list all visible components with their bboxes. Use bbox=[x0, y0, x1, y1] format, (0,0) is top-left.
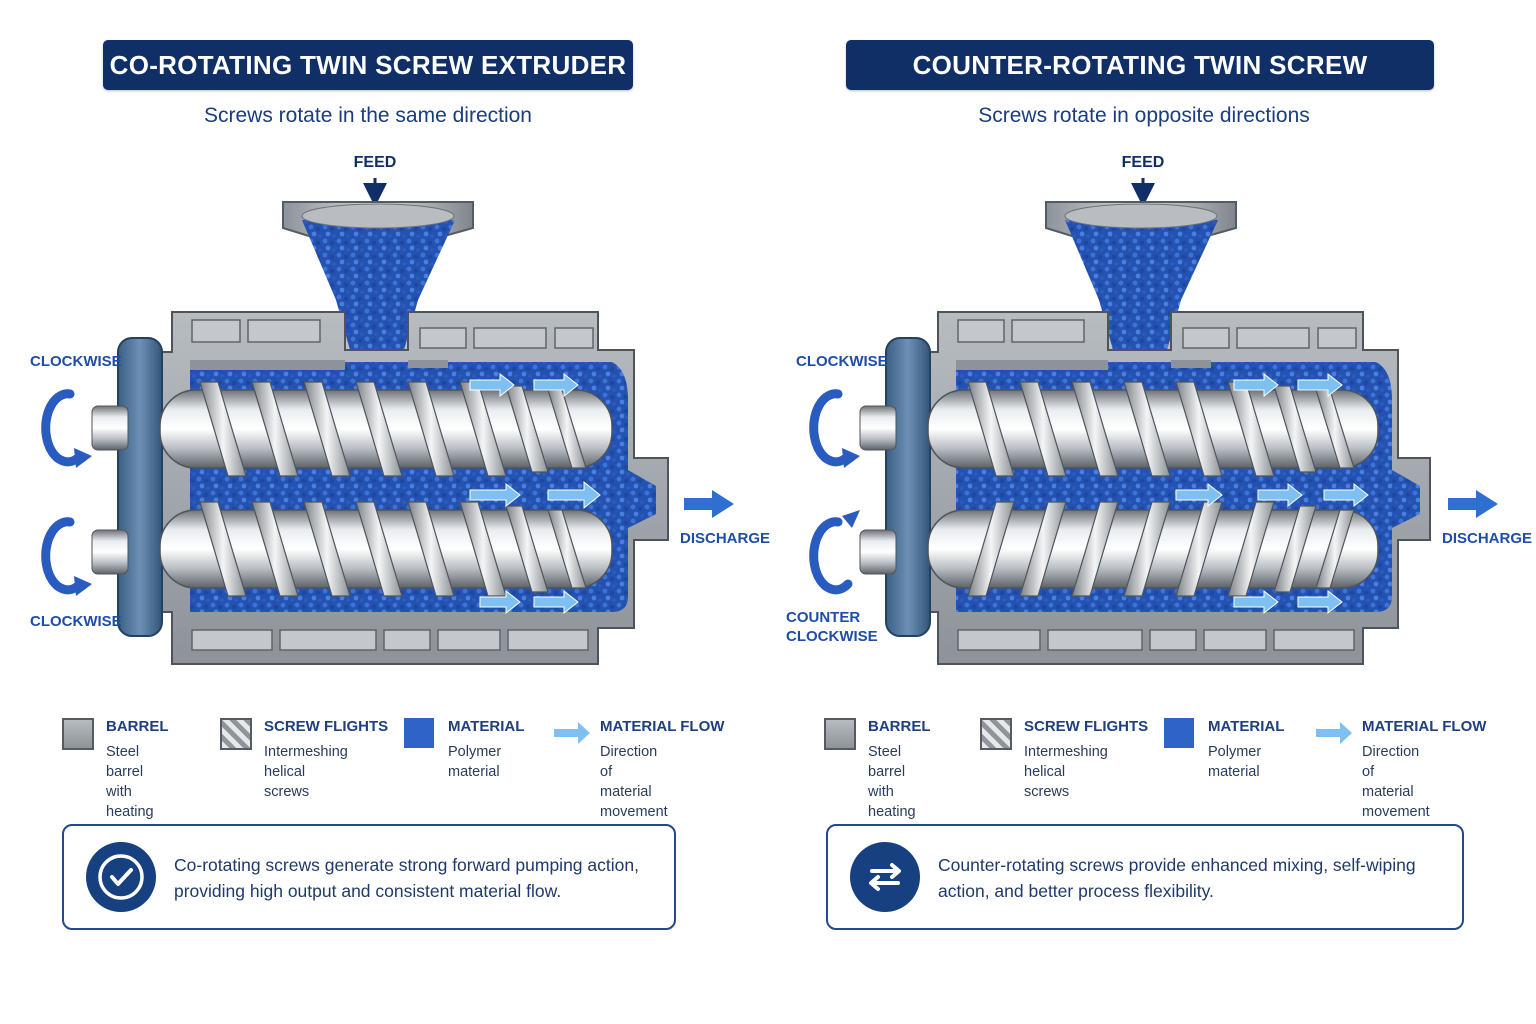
bottom-rotation-arrow bbox=[41, 517, 85, 595]
drive-flange bbox=[117, 337, 163, 637]
note-text: Co-rotating screws generate strong forwa… bbox=[174, 855, 639, 901]
top-screw bbox=[159, 381, 613, 477]
discharge-arrow bbox=[1448, 490, 1498, 518]
top-screw bbox=[927, 381, 1379, 477]
bottom-shaft bbox=[91, 529, 129, 575]
material-flow-arrows bbox=[1175, 372, 1369, 615]
hopper-pellets bbox=[302, 220, 455, 350]
legend-title: BARREL bbox=[868, 718, 931, 735]
panel-title: CO-ROTATING TWIN SCREW EXTRUDER bbox=[103, 40, 633, 90]
barrel-swatch bbox=[824, 718, 856, 750]
flow-arrow-icon bbox=[554, 722, 590, 744]
panel-subtitle: Screws rotate in the same direction bbox=[204, 104, 532, 127]
counter-rotating-panel: COUNTER-ROTATING TWIN SCREW EXTRUDER Scr… bbox=[768, 0, 1536, 1024]
material-swatch bbox=[404, 718, 434, 748]
barrel-segments bbox=[957, 319, 1357, 651]
legend-title: MATERIAL FLOW bbox=[600, 718, 725, 735]
bottom-rotation-arrow bbox=[809, 517, 853, 595]
feed-label: FEED bbox=[1121, 154, 1165, 171]
panel-title: COUNTER-ROTATING TWIN SCREW EXTRUDER bbox=[846, 40, 1434, 130]
flow-arrow-icon bbox=[1316, 722, 1352, 744]
summary-note: Co-rotating screws generate strong forwa… bbox=[62, 824, 676, 930]
checkmark-icon bbox=[86, 842, 156, 912]
legend-title: MATERIAL bbox=[1208, 718, 1285, 735]
top-shaft bbox=[859, 405, 897, 451]
barrel-swatch bbox=[62, 718, 94, 750]
legend-title: SCREW FLIGHTS bbox=[1024, 718, 1149, 735]
material-flow-arrows bbox=[469, 372, 601, 615]
discharge-label: DISCHARGE bbox=[1442, 530, 1533, 547]
top-rotation-label: CLOCKWISE bbox=[30, 353, 122, 370]
hopper-pellets bbox=[1065, 220, 1218, 350]
legend-title: MATERIAL bbox=[448, 718, 525, 735]
discharge-arrow bbox=[684, 490, 734, 518]
co-rotating-extruder-diagram bbox=[41, 178, 734, 665]
note-text: Counter-rotating screws provide enhanced… bbox=[938, 855, 1416, 901]
legend-title: MATERIAL FLOW bbox=[1362, 718, 1487, 735]
legend-title: SCREW FLIGHTS bbox=[264, 718, 389, 735]
material-swatch bbox=[1164, 718, 1194, 748]
co-rotating-panel: CO-ROTATING TWIN SCREW EXTRUDER Screws r… bbox=[30, 40, 771, 930]
barrel-segments bbox=[191, 319, 594, 651]
top-rotation-arrow bbox=[41, 389, 85, 467]
swap-arrows-icon bbox=[850, 842, 920, 912]
discharge-label: DISCHARGE bbox=[680, 530, 771, 547]
bottom-screw bbox=[927, 501, 1379, 597]
counter-rotating-extruder-diagram bbox=[809, 178, 1498, 665]
bottom-screw bbox=[159, 501, 613, 597]
summary-note: Counter-rotating screws provide enhanced… bbox=[826, 824, 1464, 930]
screw-flights-swatch bbox=[220, 718, 252, 750]
bottom-rotation-label: CLOCKWISE bbox=[30, 613, 122, 630]
feed-label: FEED bbox=[353, 154, 397, 171]
legend-title: BARREL bbox=[106, 718, 169, 735]
top-shaft bbox=[91, 405, 129, 451]
panel-subtitle: Screws rotate in opposite directions bbox=[978, 104, 1310, 127]
top-rotation-label: CLOCKWISE bbox=[796, 353, 888, 370]
drive-flange bbox=[885, 337, 931, 637]
bottom-shaft bbox=[859, 529, 897, 575]
screw-flights-swatch bbox=[980, 718, 1012, 750]
top-rotation-arrow bbox=[809, 389, 853, 467]
